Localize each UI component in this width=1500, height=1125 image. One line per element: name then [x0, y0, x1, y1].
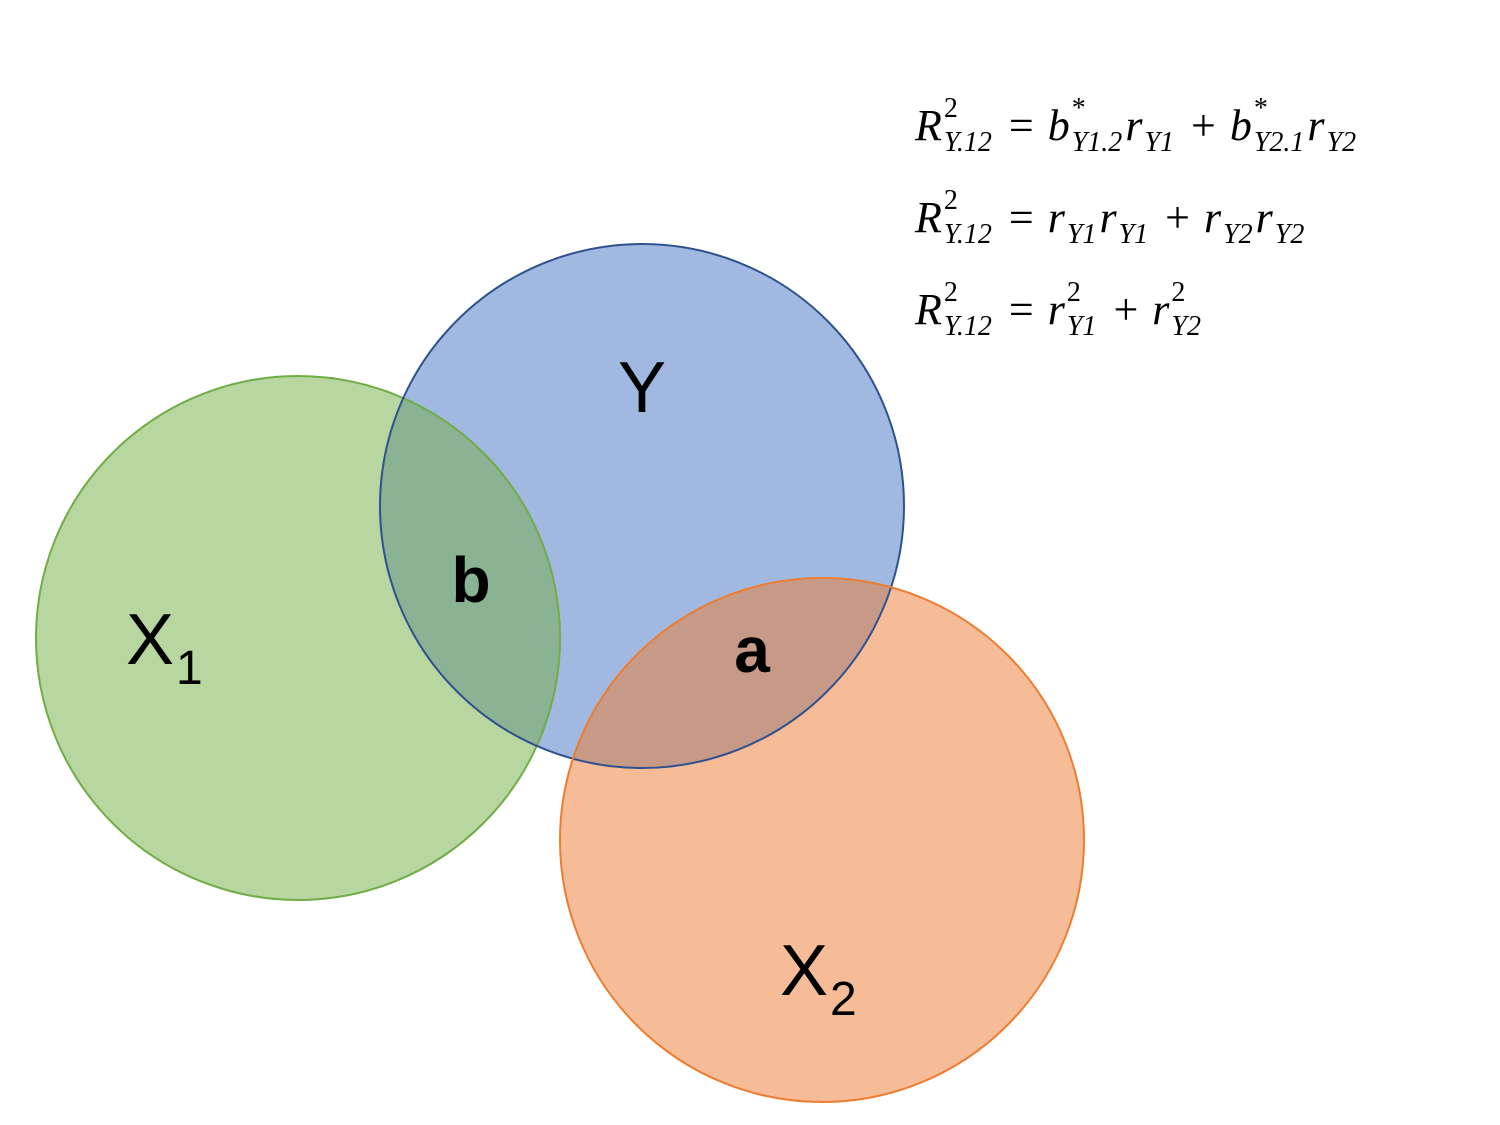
term-symbol: r — [1125, 101, 1143, 150]
term-scripts: Y2 — [1327, 94, 1357, 158]
label-x2-subscript: 2 — [830, 973, 857, 1026]
subscript: Y1.2 — [1071, 127, 1123, 158]
term-scripts: Y1 — [1067, 186, 1097, 250]
subscript: Y1 — [1066, 219, 1097, 250]
term-symbol: r — [1203, 193, 1222, 242]
superscript: 2 — [943, 93, 958, 124]
subscript: Y2 — [1326, 127, 1357, 158]
subscript: Y1 — [1118, 219, 1149, 250]
circle-x2-outline — [559, 577, 1085, 1103]
term-symbol: R — [915, 101, 942, 150]
subscript: Y2 — [1171, 311, 1201, 342]
subscript: Y2.1 — [1253, 127, 1305, 158]
operator: = — [1008, 285, 1034, 334]
label-a: a — [734, 614, 770, 686]
label-y: Y — [618, 348, 666, 428]
term-symbol: r — [1307, 101, 1325, 150]
operator: + — [1191, 101, 1216, 150]
subscript: Y1 — [1144, 127, 1175, 158]
superscript-empty — [1119, 186, 1149, 216]
term-symbol: r — [1047, 285, 1065, 334]
circle-x1-outline — [35, 375, 561, 901]
term-symbol: R — [915, 193, 942, 242]
math-term: b*Y2.1 — [1230, 94, 1305, 158]
term-scripts: *Y2.1 — [1254, 94, 1305, 158]
superscript: 2 — [1171, 277, 1186, 308]
superscript: * — [1253, 93, 1268, 124]
label-x1: X1 — [126, 600, 203, 695]
circle-y-outline — [379, 243, 905, 769]
math-term: b*Y1.2 — [1048, 94, 1123, 158]
superscript-empty — [1223, 186, 1253, 216]
operator: = — [1008, 101, 1034, 150]
subscript: Y.12 — [943, 219, 992, 250]
term-symbol: r — [1099, 193, 1117, 242]
superscript-empty — [1275, 186, 1305, 216]
superscript: 2 — [943, 185, 958, 216]
subscript: Y1 — [1066, 311, 1097, 342]
superscript: 2 — [1066, 277, 1081, 308]
superscript-empty — [1144, 94, 1174, 124]
term-scripts: Y1 — [1119, 186, 1149, 250]
term-scripts: Y2 — [1275, 186, 1305, 250]
operator: + — [1165, 193, 1190, 242]
label-b: b — [451, 544, 490, 616]
label-x1-subscript: 1 — [176, 642, 203, 695]
superscript: 2 — [943, 277, 958, 308]
overlap-region-b — [380, 376, 560, 768]
term-symbol: R — [915, 285, 942, 334]
subscript: Y2 — [1223, 219, 1253, 250]
superscript-empty — [1067, 186, 1097, 216]
term-symbol: r — [1255, 193, 1273, 242]
term-symbol: b — [1047, 101, 1070, 150]
term-symbol: b — [1229, 101, 1252, 150]
subscript: Y.12 — [943, 311, 992, 342]
label-x1-letter: X — [126, 600, 174, 680]
subscript: Y.12 — [943, 127, 992, 158]
term-symbol: r — [1152, 285, 1170, 334]
overlap-region-a — [560, 578, 904, 768]
term-scripts: Y1 — [1144, 94, 1174, 158]
term-symbol: r — [1047, 193, 1065, 242]
superscript-empty — [1327, 94, 1357, 124]
operator: + — [1113, 285, 1139, 334]
operator: = — [1008, 193, 1034, 242]
superscript: * — [1071, 93, 1086, 124]
label-x2: X2 — [780, 931, 857, 1026]
term-scripts: *Y1.2 — [1072, 94, 1123, 158]
term-scripts: Y2 — [1223, 186, 1253, 250]
label-x2-letter: X — [780, 931, 828, 1011]
subscript: Y2 — [1274, 219, 1305, 250]
